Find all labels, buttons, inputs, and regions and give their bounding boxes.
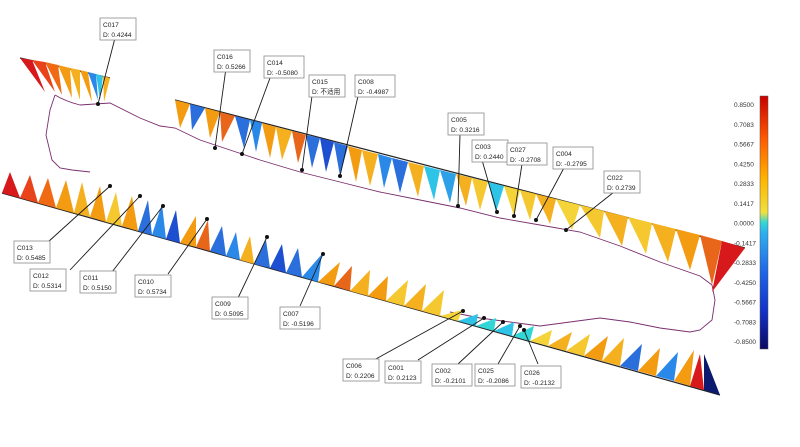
- svg-text:D: 0.5095: D: 0.5095: [215, 311, 244, 318]
- svg-text:D: 0.5485: D: 0.5485: [17, 255, 46, 262]
- label-C016[interactable]: C016 D: 0.5266: [213, 49, 251, 73]
- label-C006[interactable]: C006 D: 0.2206: [342, 358, 380, 382]
- scan-outline: [45, 94, 716, 333]
- label-C007[interactable]: C007 D: -0.5196: [279, 306, 321, 330]
- colorbar-tick-label: 0.7083: [734, 122, 754, 129]
- svg-text:D: 0.5266: D: 0.5266: [217, 64, 246, 71]
- color-legend-bar: [759, 95, 769, 350]
- label-C008[interactable]: C008 D: -0.4987: [354, 74, 396, 98]
- label-C013[interactable]: C013 D: 0.5485: [13, 240, 51, 264]
- svg-text:D: 0.5150: D: 0.5150: [83, 285, 112, 292]
- whisker-lower: [2, 172, 720, 395]
- svg-text:C010: C010: [138, 279, 154, 286]
- svg-text:C001: C001: [388, 365, 404, 372]
- colorbar-tick-label: 0.0000: [734, 221, 754, 228]
- svg-text:C003: C003: [475, 144, 491, 151]
- svg-text:D: 0.5734: D: 0.5734: [138, 289, 167, 296]
- svg-text:D: -0.2101: D: -0.2101: [435, 378, 466, 385]
- colorbar-tick-label: 0.5667: [734, 142, 754, 149]
- svg-text:C026: C026: [524, 370, 540, 377]
- svg-text:C007: C007: [283, 311, 299, 318]
- svg-text:C017: C017: [103, 22, 119, 29]
- svg-text:D: -0.5080: D: -0.5080: [267, 70, 298, 77]
- svg-text:C012: C012: [33, 273, 49, 280]
- svg-text:D: 0.4244: D: 0.4244: [103, 32, 132, 39]
- label-C017[interactable]: C017 D: 0.4244: [99, 17, 137, 41]
- svg-text:D: -0.2708: D: -0.2708: [510, 157, 541, 164]
- label-C027[interactable]: C027 D: -0.2708: [506, 142, 548, 166]
- label-C012[interactable]: C012 D: 0.5314: [29, 268, 67, 292]
- leader-lines: [47, 37, 615, 365]
- svg-text:C013: C013: [17, 245, 33, 252]
- colorbar-tick-label: 0.8500: [734, 102, 754, 109]
- label-C002[interactable]: C002 D: -0.2101: [431, 363, 473, 387]
- label-C025[interactable]: C025 D: -0.2086: [474, 363, 516, 387]
- svg-text:D: -0.2795: D: -0.2795: [556, 161, 587, 168]
- annotation-labels: C017 D: 0.4244 C016 D: 0.5266 C014 D: -0.50…: [13, 17, 641, 389]
- colorbar-tick-label: -0.8500: [734, 339, 756, 346]
- colorbar-tick-label: 0.1417: [734, 201, 754, 208]
- svg-text:C014: C014: [267, 60, 283, 67]
- svg-text:D: 0.3216: D: 0.3216: [451, 127, 480, 134]
- label-C010[interactable]: C010 D: 0.5734: [134, 274, 172, 298]
- colorbar-tick-label: -0.1417: [734, 240, 756, 247]
- label-C003[interactable]: C003 D: 0.2440: [471, 139, 509, 163]
- svg-text:D: 0.2440: D: 0.2440: [475, 154, 504, 161]
- whisker-top-left: [20, 58, 110, 102]
- color-legend: 0.8500 0.7083 0.5667 0.4250 0.2833 0.1417 0.00…: [734, 95, 769, 350]
- colorbar-tick-label: -0.2833: [734, 260, 756, 267]
- svg-text:C005: C005: [451, 117, 467, 124]
- colorbar-tick-label: -0.5667: [734, 300, 756, 307]
- label-C022[interactable]: C022 D: 0.2739: [603, 170, 641, 194]
- svg-text:C022: C022: [607, 175, 623, 182]
- svg-text:C006: C006: [346, 363, 362, 370]
- svg-text:C025: C025: [478, 368, 494, 375]
- svg-text:D: 0.2206: D: 0.2206: [346, 373, 375, 380]
- label-C014[interactable]: C014 D: -0.5080: [263, 55, 305, 79]
- svg-text:C002: C002: [435, 368, 451, 375]
- svg-text:D: -0.5196: D: -0.5196: [283, 321, 314, 328]
- svg-text:C027: C027: [510, 147, 526, 154]
- label-C004[interactable]: C004 D: -0.2795: [552, 146, 594, 170]
- svg-text:C008: C008: [358, 79, 374, 86]
- label-C005[interactable]: C005 D: 0.3216: [447, 112, 485, 136]
- colorbar-tick-label: 0.4250: [734, 161, 754, 168]
- svg-text:D: -0.4987: D: -0.4987: [358, 89, 389, 96]
- label-C026[interactable]: C026 D: -0.2132: [520, 365, 562, 389]
- svg-text:C004: C004: [556, 151, 572, 158]
- colorbar-tick-label: -0.4250: [734, 280, 756, 287]
- label-C009[interactable]: C009 D: 0.5095: [211, 296, 249, 320]
- colorbar-tick-label: -0.7083: [734, 319, 756, 326]
- svg-text:D: 0.2123: D: 0.2123: [388, 375, 417, 382]
- whisker-upper: [175, 100, 745, 292]
- svg-text:D: 0.5314: D: 0.5314: [33, 283, 62, 290]
- colorbar-tick-label: 0.2833: [734, 181, 754, 188]
- svg-text:D: 0.2739: D: 0.2739: [607, 185, 636, 192]
- svg-text:D: -0.2086: D: -0.2086: [478, 378, 509, 385]
- svg-text:C016: C016: [217, 54, 233, 61]
- label-C011[interactable]: C011 D: 0.5150: [79, 270, 117, 294]
- svg-text:D: 不适用: D: 不适用: [312, 87, 340, 96]
- svg-text:C015: C015: [312, 79, 328, 86]
- label-C001[interactable]: C001 D: 0.2123: [384, 360, 422, 384]
- svg-text:D: -0.2132: D: -0.2132: [524, 380, 555, 387]
- svg-text:C009: C009: [215, 301, 231, 308]
- svg-text:C011: C011: [83, 275, 99, 282]
